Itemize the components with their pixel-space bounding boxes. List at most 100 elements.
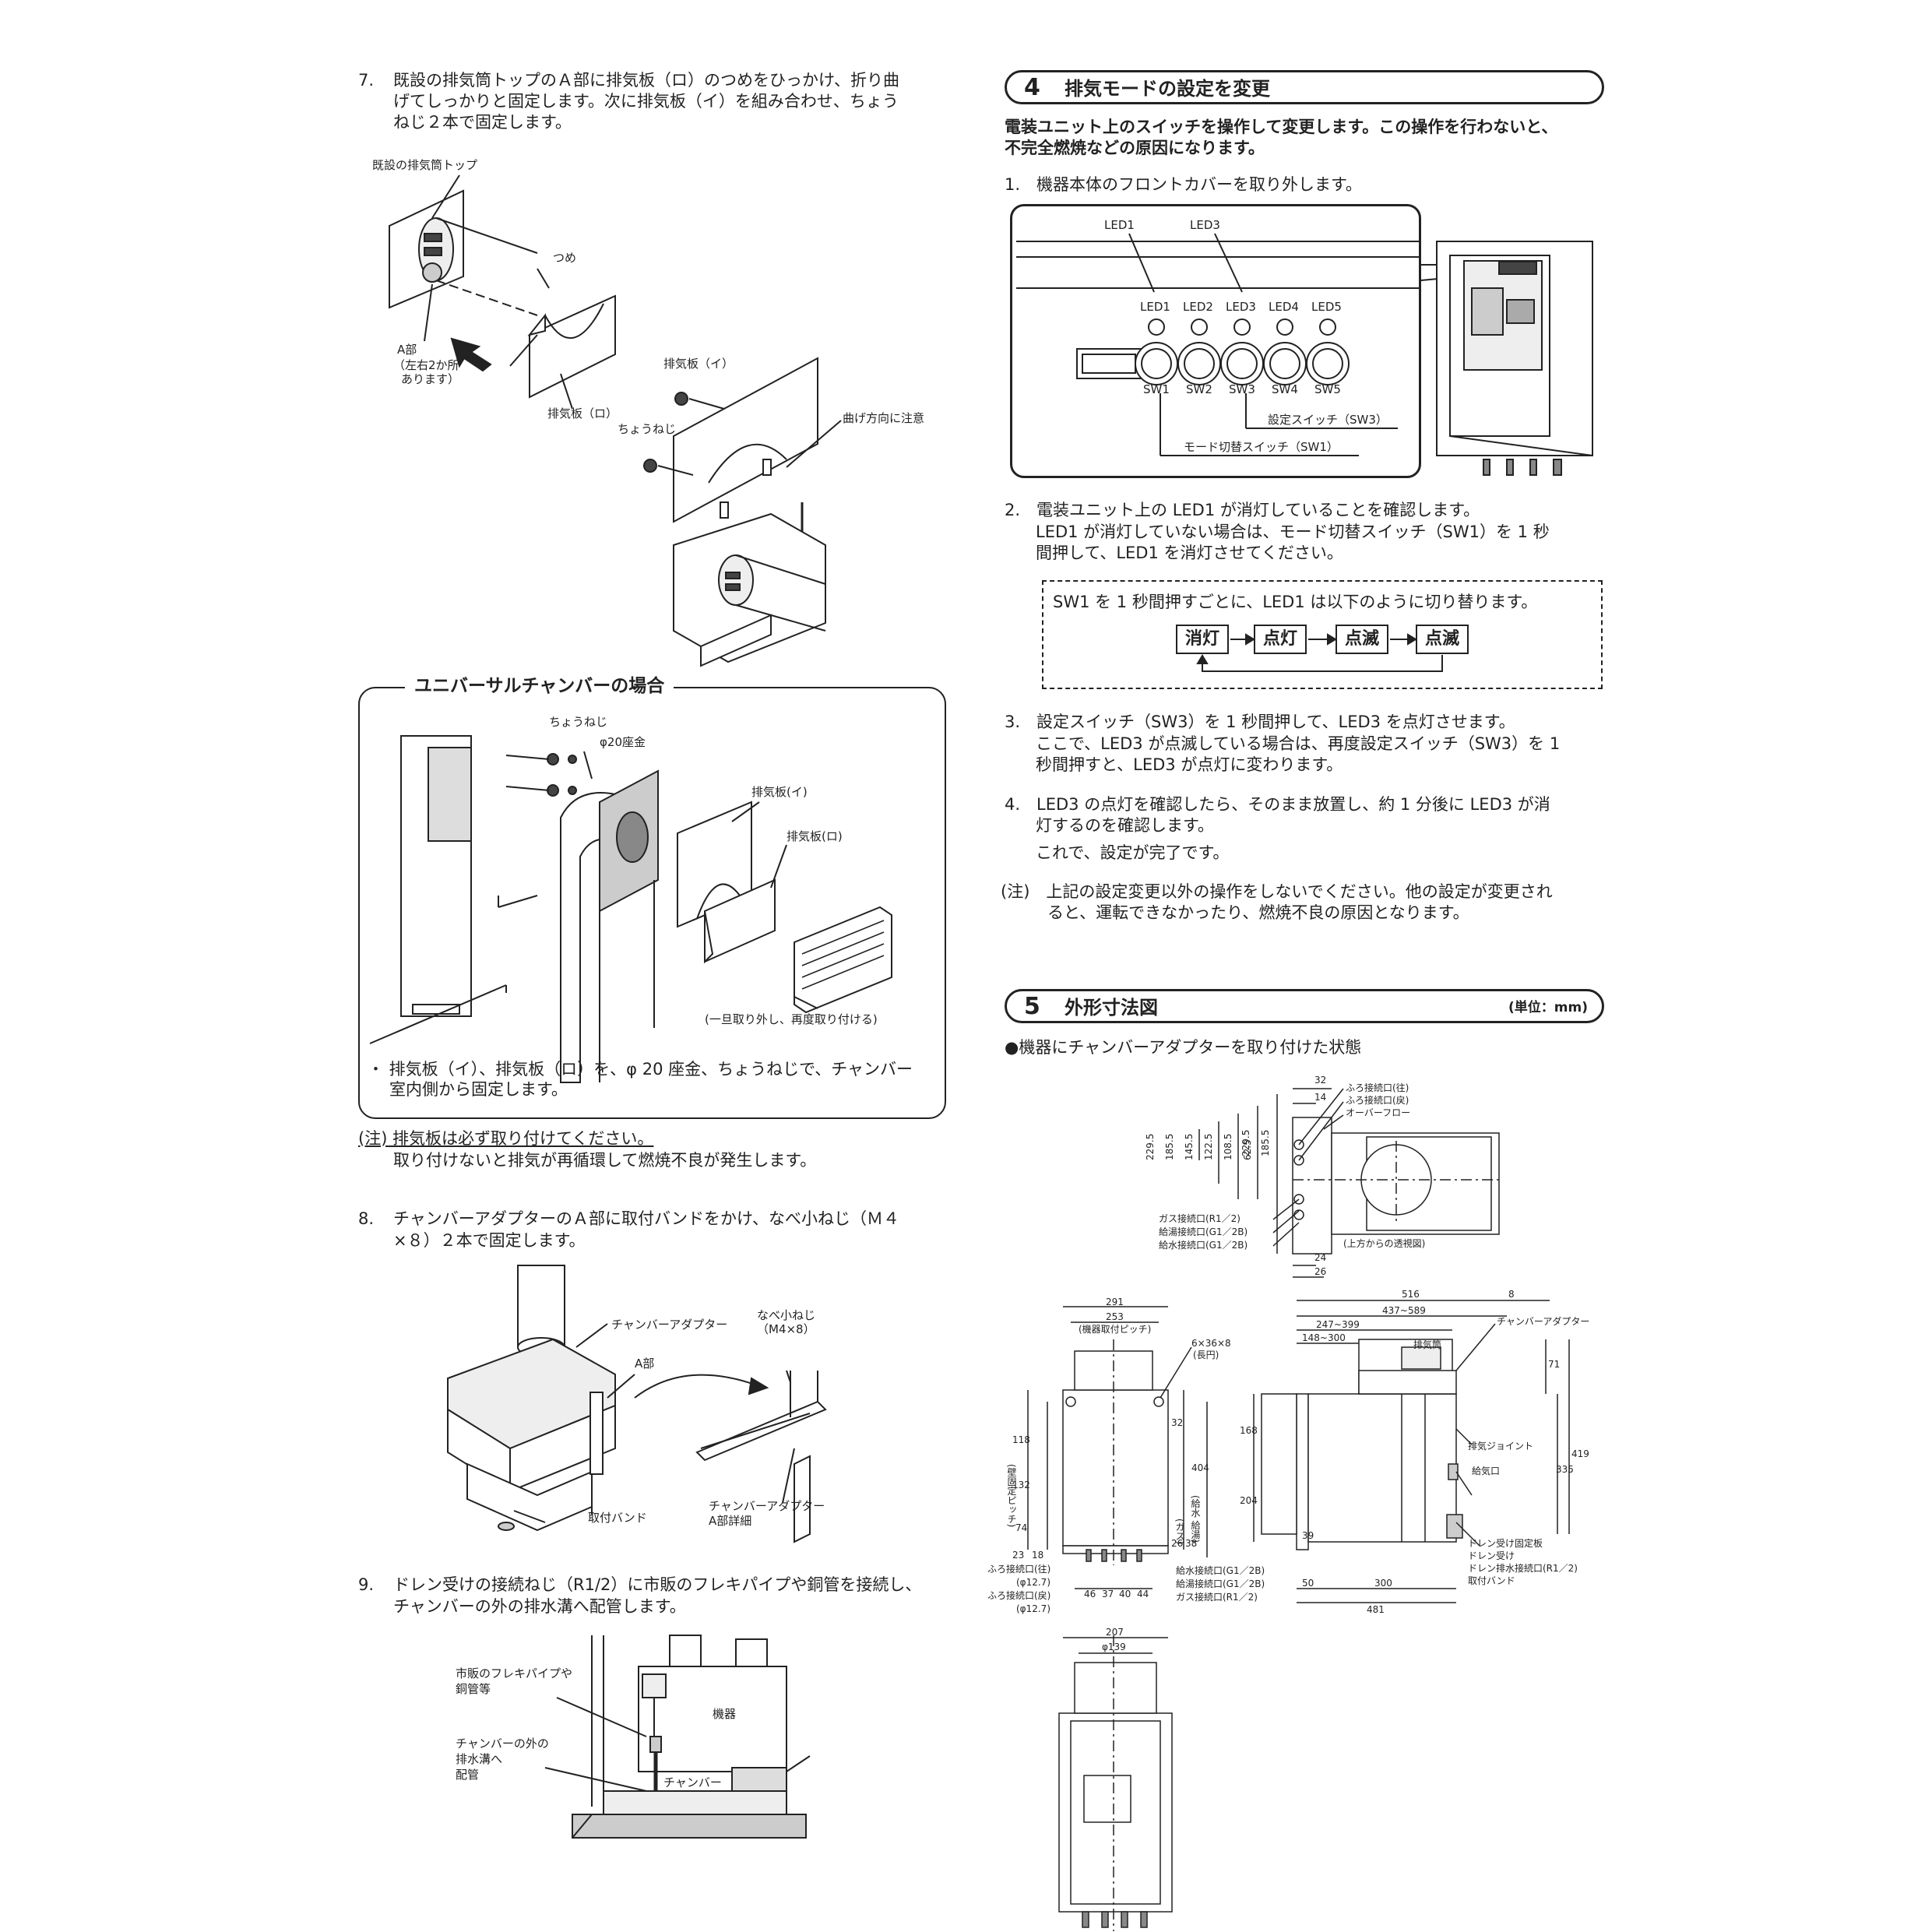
led1-label: LED1 [1140,300,1170,314]
fig2-detail-label1: チャンバーアダプター [709,1499,825,1513]
unit-front-picture [1436,241,1593,476]
section4-header: 4 排気モードの設定を変更 [1005,70,1604,104]
sec5-subtitle: ●機器にチャンバーアダプターを取り付けた状態 [1005,1038,1362,1057]
tsume-label: つめ [553,251,577,265]
step9-number: 9. [358,1575,375,1594]
front-wall-pitch: (壁固定ピッチ) [1006,1464,1017,1528]
side-dim-419: 419 [1571,1448,1589,1459]
front-left-label3: ふろ接続口(戻) [987,1590,1051,1601]
front-dim-404: 404 [1191,1462,1209,1473]
fig2-band-label: 取付バンド [588,1511,647,1525]
callout-led3: LED3 [1190,218,1220,232]
sec4-intro-line1: 電装ユニット上のスイッチを操作して変更します。この操作を行わないと、 [1005,118,1558,136]
sw2-label: SW2 [1186,382,1212,396]
sec4-intro-line2: 不完全燃焼などの原因になります。 [1005,139,1265,157]
side-label-drain-outlet: ドレン排水接続口(R1／2) [1468,1563,1578,1574]
sw4-label: SW4 [1272,382,1298,396]
side-dim-168: 168 [1240,1425,1258,1436]
led4-label: LED4 [1269,300,1299,314]
top-label-furo-ret: ふろ接続口(戻) [1346,1095,1409,1106]
front-slot-label2: (長円) [1193,1350,1219,1360]
side-flue-label: 排気筒 [1413,1339,1442,1350]
section5-number: 5 [1024,993,1040,1020]
universal-chamber-title: ユニバーサルチャンバーの場合 [405,674,674,698]
part-a-note1: （左右2か所 [393,358,459,372]
sec4-step3-b: ここで、LED3 が点滅している場合は、再度設定スイッチ（SW3）を 1 [1036,734,1561,753]
front-dim-132: 132 [1012,1480,1030,1490]
existing-top-label: 既設の排気筒トップ [372,158,478,172]
section4-title: 排気モードの設定を変更 [1065,78,1270,100]
sec4-step2-b: LED1 が消灯していない場合は、モード切替スイッチ（SW1）を 1 秒 [1036,523,1550,541]
front-supply-label: (給水 給湯) [1190,1495,1201,1543]
bottom-dim-139: φ139 [1102,1642,1126,1652]
fig3-pipe-label2: 銅管等 [456,1682,491,1696]
state-off: 消灯 [1176,625,1229,654]
step9-line2: チャンバーの外の排水溝へ配管します。 [393,1597,686,1616]
note-line2: 取り付けないと排気が再循環して燃焼不良が発生します。 [393,1151,817,1170]
sec4-step1: 1. 機器本体のフロントカバーを取り外します。 [1005,175,1362,194]
sec4-step4-c: これで、設定が完了です。 [1036,843,1230,862]
front-dim-18: 18 [1032,1550,1044,1561]
front-dim-26: 26 [1171,1538,1184,1549]
top-dim-32: 32 [1314,1075,1327,1086]
led3-label: LED3 [1226,300,1256,314]
side-dim-300: 300 [1374,1578,1392,1589]
front-dim-38: 38 [1185,1538,1198,1549]
top-label-cold: 給水接続口(G1／2B) [1159,1240,1248,1251]
fig2-adapter-label: チャンバーアダプター [611,1318,728,1332]
fig3-drain-label3: 配管 [456,1768,480,1782]
bend-note-label: 曲げ方向に注意 [843,411,925,425]
front-left-label4: (φ12.7) [1016,1603,1050,1614]
top-dim-14: 14 [1314,1092,1327,1103]
sec4-step2-a: 2. 電装ユニット上の LED1 が消灯していることを確認します。 [1005,501,1480,519]
uc-plate-i-label: 排気板(イ) [751,785,808,799]
led-switch-row [1135,318,1350,385]
sec4-step4-a: 4. LED3 の点灯を確認したら、そのまま放置し、約 1 分後に LED3 が… [1005,795,1550,814]
front-dim-291: 291 [1106,1297,1124,1307]
section5-header: 5 外形寸法図 (単位：mm) [1005,989,1604,1023]
front-dim-118: 118 [1012,1434,1030,1445]
front-left-label1: ふろ接続口(往) [987,1564,1051,1575]
front-dim-253: 253 [1106,1311,1124,1322]
side-joint-label: 排気ジョイント [1468,1441,1534,1452]
front-slot-label: 6×36×8 [1191,1338,1231,1349]
side-dim-50: 50 [1302,1578,1314,1589]
front-dim-32: 32 [1171,1417,1184,1428]
fig3-chamber-label: チャンバー [663,1775,722,1789]
sec4-step3-a: 3. 設定スイッチ（SW3）を 1 秒間押して、LED3 を点灯させます。 [1005,713,1515,731]
front-dim-74: 74 [1015,1522,1028,1533]
section5-unit: (単位：mm) [1508,1000,1588,1015]
side-dim-335: 335 [1556,1464,1574,1475]
bottom-dim-207: 207 [1106,1627,1124,1638]
step8-number: 8. [358,1209,375,1228]
callout-led1: LED1 [1104,218,1135,232]
sec4-note-b: ると、運転できなかったり、燃焼不良の原因となります。 [1047,903,1469,922]
top-view-caption: (上方からの透視図) [1343,1238,1426,1249]
front-bottom-37: 37 [1102,1589,1114,1599]
section5-title: 外形寸法図 [1065,997,1158,1019]
side-label-drain-plate: ドレン受け固定板 [1468,1538,1543,1549]
front-bottom-40: 40 [1119,1589,1131,1599]
front-right-label2: 給湯接続口(G1／2B) [1176,1578,1265,1589]
front-dim-23: 23 [1012,1550,1025,1561]
front-left-label2: (φ12.7) [1016,1577,1050,1588]
side-label-drain: ドレン受け [1468,1550,1515,1561]
fig2-part-a-label: A部 [635,1357,655,1371]
side-dim-437: 437~589 [1382,1305,1426,1316]
front-right-label3: ガス接続口(R1／2) [1176,1592,1258,1603]
fig3-drain-label1: チャンバーの外の [456,1737,549,1751]
front-bottom-44: 44 [1137,1589,1149,1599]
led-state-box [1042,580,1603,689]
step7-line2: げてしっかりと固定します。次に排気板（イ）を組み合わせ、ちょう [393,92,899,111]
led5-label: LED5 [1311,300,1342,314]
front-bottom-46: 46 [1084,1589,1096,1599]
side-intake-label: 給気口 [1472,1466,1501,1476]
side-label-band: 取付バンド [1468,1575,1515,1586]
led-state-box-text: SW1 を 1 秒間押すごとに、LED1 は以下のように切り替ります。 [1053,593,1538,611]
top-dim-26: 26 [1314,1266,1327,1277]
top-label-furo-out: ふろ接続口(往) [1346,1082,1409,1093]
